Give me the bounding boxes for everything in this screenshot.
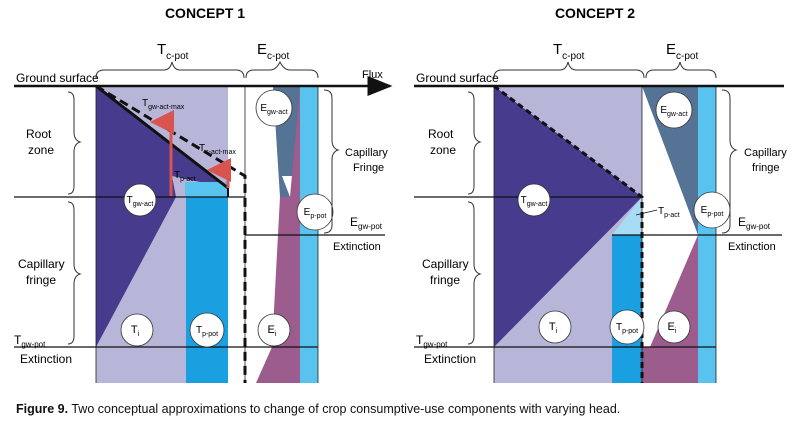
root-zone-label-2-1: Root xyxy=(428,127,454,141)
root-zone-label-2-2: zone xyxy=(430,143,456,157)
figure-caption: Figure 9. Two conceptual approximations … xyxy=(16,402,620,416)
tp-act-label: Tp-act xyxy=(174,170,196,183)
tgw-act-circle xyxy=(123,183,157,217)
extinction-label-right: Extinction xyxy=(333,241,381,253)
gap-white xyxy=(228,86,245,383)
ei-label: Ei xyxy=(268,324,277,338)
capillary-fringe-brace-right xyxy=(323,89,340,234)
root-zone-label-2: zone xyxy=(28,143,54,157)
tp-pot-region xyxy=(186,197,228,383)
root-zone-label-1: Root xyxy=(26,127,52,141)
egw-pot-label-2: Egw-pot xyxy=(738,215,771,231)
ec-pot-label-2: Ec-pot xyxy=(666,41,698,62)
ti-label: Ti xyxy=(131,324,140,338)
ep-pot-circle-2 xyxy=(693,191,731,229)
capillary-fringe-label-2: fringe xyxy=(26,273,56,287)
ground-surface-label: Ground surface xyxy=(16,71,99,85)
egw-pot-label: Egw-pot xyxy=(350,215,383,231)
tgw-pot-label-2: Tgw-pot xyxy=(416,333,448,349)
egw-act-circle xyxy=(255,89,293,127)
tc-act-max-label: Tc-act-max xyxy=(199,143,236,156)
extinction-label-right-2: Extinction xyxy=(728,241,776,253)
capillary-fringe-label-1: Capillary xyxy=(18,257,65,271)
concept-1-panel: CONCEPT 1 Tc-pot Ec-pot xyxy=(14,5,393,383)
tc-pot-label-2: Tc-pot xyxy=(553,41,585,62)
tp-pot-region-2 xyxy=(612,235,642,383)
capillary-fringe-brace-2 xyxy=(467,201,482,345)
ec-pot-label: Ec-pot xyxy=(257,41,289,62)
root-zone-brace-2 xyxy=(467,91,482,195)
capillary-fringe-label-2-2: fringe xyxy=(430,273,460,287)
ei-label-2: Ei xyxy=(668,321,677,335)
concept-2-title: CONCEPT 2 xyxy=(555,5,635,21)
root-zone-brace xyxy=(67,91,82,195)
tp-act-region xyxy=(185,182,228,197)
concept-1-title: CONCEPT 1 xyxy=(165,5,245,21)
tp-pot-circle-2 xyxy=(609,309,645,345)
ec-pot-brace-2 xyxy=(645,61,717,79)
capillary-fringe-right-2: Fringe xyxy=(353,162,384,174)
ei-circle xyxy=(257,313,291,347)
ei-circle-2 xyxy=(657,310,691,344)
tc-pot-brace-2 xyxy=(493,61,645,79)
egw-act-label-2: Egw-act xyxy=(660,105,687,118)
tp-pot-label: Tp-pot xyxy=(196,325,218,338)
tc-pot-brace xyxy=(95,61,245,79)
tgw-act-label-2: Tgw-act xyxy=(521,195,548,208)
egw-act-circle-2 xyxy=(655,91,693,129)
ep-pot-label-2: Ep-pot xyxy=(701,205,724,218)
dashed-envelope xyxy=(95,84,247,383)
capillary-fringe-right-1: Capillary xyxy=(345,147,388,159)
capillary-fringe-label-2-1: Capillary xyxy=(422,257,469,271)
ec-pot-brace xyxy=(245,60,319,79)
extinction-label-left: Extinction xyxy=(20,352,72,366)
caption-label: Figure 9. xyxy=(16,402,69,416)
ei-region-2 xyxy=(642,235,698,383)
ti-circle xyxy=(120,313,154,347)
capillary-fringe-right-2-1: Capillary xyxy=(744,147,787,159)
tp-pot-circle xyxy=(189,312,225,348)
capillary-fringe-brace-right-2 xyxy=(721,89,738,234)
caption-text: Two conceptual approximations to change … xyxy=(68,402,621,416)
tp-act-leader-2 xyxy=(635,209,658,216)
ti-circle-2 xyxy=(538,310,572,344)
tgw-act-label: Tgw-act xyxy=(127,195,154,208)
extinction-label-left-2: Extinction xyxy=(424,352,476,366)
tgw-pot-label: Tgw-pot xyxy=(14,333,46,349)
ep-pot-label: Ep-pot xyxy=(304,207,327,220)
capillary-fringe-right-2-2: fringe xyxy=(752,162,780,174)
tgw-act-region-2 xyxy=(494,86,642,347)
tgw-act-max-label: Tgw-act-max xyxy=(142,98,185,111)
ti-label-2: Ti xyxy=(549,321,558,335)
solid-diagonal xyxy=(95,84,229,190)
tp-pot-label-2: Tp-pot xyxy=(616,322,638,335)
egw-act-label: Egw-act xyxy=(260,103,287,116)
tgw-act-region xyxy=(96,86,228,347)
flux-label: Flux xyxy=(362,69,383,81)
concept-2-panel: CONCEPT 2 Tc-pot Ec-pot Tgw-act Ti Tp-po… xyxy=(414,5,787,383)
tgw-act-circle-2 xyxy=(517,183,551,217)
capillary-fringe-brace xyxy=(67,201,82,345)
tp-act-label-2: Tp-act xyxy=(658,206,680,219)
tp-act-region-2 xyxy=(612,197,642,235)
ep-pot-circle xyxy=(296,193,334,231)
tc-pot-label: Tc-pot xyxy=(157,41,189,62)
ground-surface-label-2: Ground surface xyxy=(416,71,499,85)
